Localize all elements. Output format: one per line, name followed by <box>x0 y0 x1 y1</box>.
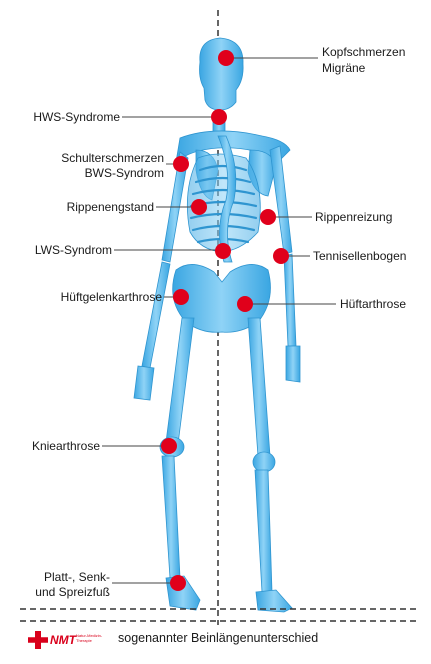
skeleton <box>133 37 301 613</box>
marker-lws <box>215 243 231 259</box>
label-spreiz: und Spreizfuß <box>35 585 110 599</box>
label-hueftgelenkarthrose: Hüftgelenkarthrose <box>60 290 162 304</box>
marker-hws <box>211 109 227 125</box>
marker-kopf <box>218 50 234 66</box>
marker-knie <box>161 438 177 454</box>
marker-tennisellenbogen <box>273 248 289 264</box>
nmt-logo: NMT Natur-Medizin-Therapie <box>28 629 112 653</box>
label-platt: Platt-, Senk- <box>43 570 110 584</box>
cross-icon <box>28 631 48 649</box>
label-migraene: Migräne <box>322 61 366 75</box>
label-bws: BWS-Syndrom <box>84 166 164 180</box>
logo-tagline: Natur-Medizin-Therapie <box>76 633 103 643</box>
marker-hueftarthrose <box>237 296 253 312</box>
label-kopfschmerzen: Kopfschmerzen <box>322 45 406 59</box>
label-hws: HWS-Syndrome <box>33 110 120 124</box>
marker-rippenreizung <box>260 209 276 225</box>
label-rippenengstand: Rippenengstand <box>66 200 154 214</box>
logo-brand: NMT <box>50 633 76 647</box>
label-tennisellenbogen: Tennisellenbogen <box>313 249 407 263</box>
caption-beinlaengenunterschied: sogenannter Beinlängenunterschied <box>118 631 319 645</box>
label-schulter: Schulterschmerzen <box>61 151 164 165</box>
label-hueftarthrose: Hüftarthrose <box>340 297 407 311</box>
marker-schulter <box>173 156 189 172</box>
marker-hueftgelenk <box>173 289 189 305</box>
marker-fuss <box>170 575 186 591</box>
label-kniearthrose: Kniearthrose <box>31 439 100 453</box>
marker-rippenengstand <box>191 199 207 215</box>
label-lws: LWS-Syndrom <box>34 243 112 257</box>
label-rippenreizung: Rippenreizung <box>315 210 393 224</box>
